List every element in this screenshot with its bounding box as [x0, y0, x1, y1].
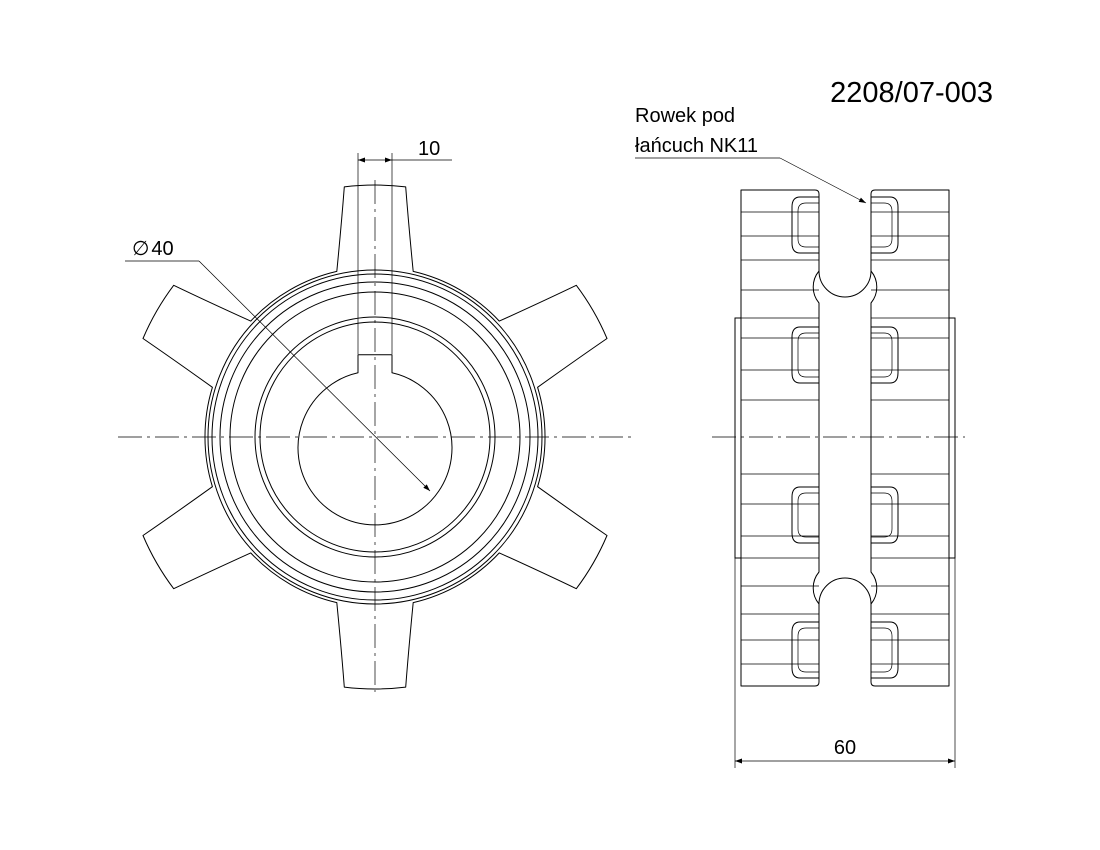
tooth-pocket-right — [870, 621, 899, 679]
section-lines — [741, 211, 949, 665]
diameter-symbol: ∅ — [132, 238, 149, 260]
tooth-pocket-right-inner — [871, 332, 893, 378]
tooth-pockets — [791, 196, 899, 679]
right-half-outline — [870, 189, 950, 687]
center-lines-front — [118, 180, 632, 692]
svg-text:∅40: ∅40 — [132, 238, 174, 260]
left-half-outline — [740, 189, 820, 687]
tooth-pocket-left-inner — [797, 202, 819, 248]
hub-lines — [734, 317, 956, 559]
tooth-pocket-right-inner — [871, 627, 893, 673]
keyway-width-dimension: 10 — [357, 138, 452, 190]
tooth-pocket-right — [870, 326, 899, 384]
tooth-pocket-left — [791, 196, 820, 254]
front-view: 10 ∅40 — [118, 138, 632, 692]
keyway-lines — [357, 190, 393, 354]
bottom-groove — [818, 577, 872, 605]
tooth-pocket-right-inner — [871, 492, 893, 538]
tooth-pocket-left — [791, 326, 820, 384]
callout-line-1: Rowek pod — [635, 105, 735, 127]
overall-width-dimension: 60 — [734, 558, 956, 768]
tooth-pocket-left — [791, 486, 820, 544]
bore-with-keyway — [297, 354, 453, 526]
keyway-width-label: 10 — [418, 138, 440, 160]
drawing-number: 2208/07-003 — [830, 77, 993, 109]
tooth-pocket-right — [870, 486, 899, 544]
bore-diameter-dimension: ∅40 — [125, 238, 431, 492]
callout-line-2: łańcuch NK11 — [635, 135, 758, 157]
tooth-pocket-right — [870, 196, 899, 254]
tooth-pocket-left-inner — [797, 627, 819, 673]
side-view: 60 Rowek pod łańcuch NK11 — [635, 105, 965, 768]
tooth-pocket-left — [791, 621, 820, 679]
top-groove — [818, 270, 872, 298]
tooth-pocket-left-inner — [797, 492, 819, 538]
overall-width-label: 60 — [834, 737, 856, 759]
tooth-pocket-right-inner — [871, 202, 893, 248]
chain-groove-callout: Rowek pod łańcuch NK11 — [635, 105, 867, 204]
tooth-pocket-left-inner — [797, 332, 819, 378]
bore-diameter-label: 40 — [151, 238, 173, 260]
sprocket-outline — [142, 184, 608, 690]
